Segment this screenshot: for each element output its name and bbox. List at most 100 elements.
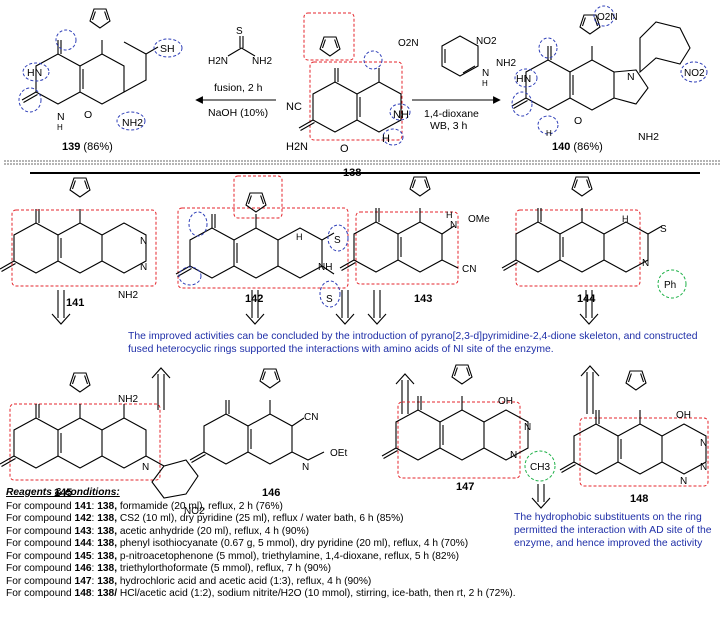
conditions-header: Reagents & conditions: [6, 487, 120, 498]
n-label: N [627, 71, 635, 83]
nh2-group: NH2 [122, 117, 143, 129]
condition-row: For compound 143: 138, acetic anhydride … [6, 525, 309, 537]
compound-label-148: 148 [630, 493, 648, 505]
oet-group: OEt [330, 448, 347, 459]
n-label: N [302, 462, 309, 473]
no2-group: NO2 [184, 506, 205, 517]
left-arrow-line2: NaOH (10%) [208, 107, 268, 119]
compound-140: O2N NO2 NH2 N HN O H 140 (86%) [511, 5, 708, 153]
thiourea-reagent: S H2N NH2 [208, 26, 272, 67]
nh2-group: H2N [286, 141, 308, 153]
nh-group: NH [318, 262, 332, 273]
no2-group: NO2 [684, 68, 705, 79]
compound-label-146: 146 [262, 487, 280, 499]
n-label-b: N [700, 462, 707, 473]
condition-row: For compound 141: 138, formamide (20 ml)… [6, 500, 283, 512]
condition-row: For compound 148: 138/ HCl/acetic acid (… [6, 588, 516, 599]
h-label: H [546, 129, 552, 138]
compound-label-144: 144 [577, 293, 596, 305]
yield-139: (86%) [80, 141, 112, 153]
ch3-group: CH3 [530, 462, 550, 473]
compound-145: NH2 NO2 N 145 [0, 367, 205, 517]
compound-label-142: 142 [245, 293, 263, 305]
n-label-a: N [524, 422, 531, 433]
compound-label-143: 143 [414, 293, 432, 305]
n-label-b: N [140, 262, 147, 273]
thiourea-nh2a: H2N [208, 56, 228, 67]
yield-140: (86%) [570, 141, 602, 153]
o-label: O [84, 109, 92, 121]
hydrazine-h: H [482, 79, 488, 88]
condition-row: For compound 146: 138, triethylorthoform… [6, 563, 332, 574]
compound-label-139: 139 [62, 141, 80, 153]
ph-group: Ph [664, 280, 676, 291]
condition-row: For compound 147: 138, hydrochloric acid… [6, 575, 372, 587]
activity-arrows-down [51, 290, 599, 325]
o-label: O [574, 115, 582, 127]
n-label-a: N [140, 236, 147, 247]
reagents-conditions: Reagents & conditions: For compound 141:… [6, 487, 526, 601]
thiourea-nh2b: NH2 [252, 56, 272, 67]
compound-142: S S NH H 142 [175, 175, 349, 308]
hn-group: HN [516, 73, 531, 85]
oh-group: OH [676, 410, 691, 421]
condition-row: For compound 142: 138, CS2 (10 ml), dry … [6, 513, 404, 524]
n-label: N [450, 220, 457, 231]
sh-group: SH [160, 43, 175, 55]
hn-group: HN [27, 67, 42, 79]
n-label-b: N [510, 450, 517, 461]
h-label: H [296, 232, 303, 242]
oh-group: OH [498, 396, 513, 407]
label-140: 140 (86%) [552, 141, 603, 153]
compound-label-141: 141 [66, 297, 84, 309]
thiourea-s: S [236, 26, 243, 37]
h-label: H [446, 210, 453, 220]
compound-139: SH NH2 HN N H O 139 (86%) [18, 8, 183, 153]
compound-label-140: 140 [552, 141, 570, 153]
nh2-group: NH2 [118, 290, 138, 301]
right-arrow-line1: 1,4-dioxane [424, 108, 479, 120]
cn-group: CN [462, 264, 476, 275]
n-label: N [142, 462, 149, 473]
h-label: H [622, 214, 629, 224]
nh-label: H [382, 133, 390, 145]
nh-group: NH [393, 109, 409, 121]
nh2-group: NH2 [118, 394, 138, 405]
ome-group: OMe [468, 214, 490, 225]
hydrazine-no2b: NO2 [476, 36, 497, 47]
n-label: N [642, 258, 649, 269]
s-label-b: S [326, 294, 333, 305]
hydrazine-reagent: O2N NO2 N H NH2 [398, 35, 516, 88]
h-label: H [57, 123, 63, 132]
condition-row: For compound 144: 138, phenyl isothiocya… [6, 538, 469, 549]
compound-146: CN N OEt 146 [189, 368, 347, 499]
n-label-a: N [700, 438, 707, 449]
compound-141: N N NH2 141 [0, 177, 157, 309]
hydrazine-nh2: NH2 [496, 58, 516, 69]
label-139: 139 (86%) [62, 141, 113, 153]
compound-label-147: 147 [456, 481, 474, 493]
activity-note-ad-site: The hydrophobic substituents on the ring… [514, 512, 712, 549]
compound-147: OH CH3 N N 147 [381, 364, 556, 509]
activity-note-ni-site: The improved activities can be concluded… [128, 331, 698, 355]
right-arrow-line2: WB, 3 h [430, 120, 468, 132]
compound-148: OH N N N 148 [559, 365, 709, 505]
hydrazine-n: N [482, 68, 489, 79]
nh2-group: NH2 [638, 131, 659, 143]
compound-label-145: 145 [54, 487, 72, 499]
s-label: S [660, 224, 667, 235]
s-label-a: S [334, 235, 341, 246]
compound-138: NC H2N O NH H 138 [286, 12, 411, 179]
cn-group: CN [304, 412, 318, 423]
n-label-c: N [680, 476, 687, 487]
condition-row: For compound 145: 138, p-nitroacetopheno… [6, 550, 460, 562]
n-label: N [57, 111, 65, 123]
compound-144: S Ph N H 144 [501, 176, 687, 305]
o2n-group: O2N [597, 12, 618, 23]
cn-group: NC [286, 101, 302, 113]
hydrazine-no2a: O2N [398, 38, 419, 49]
compound-143: N OMe H CN 143 [339, 176, 490, 305]
left-arrow-line1: fusion, 2 h [214, 82, 263, 94]
pyran-o: O [340, 143, 349, 155]
